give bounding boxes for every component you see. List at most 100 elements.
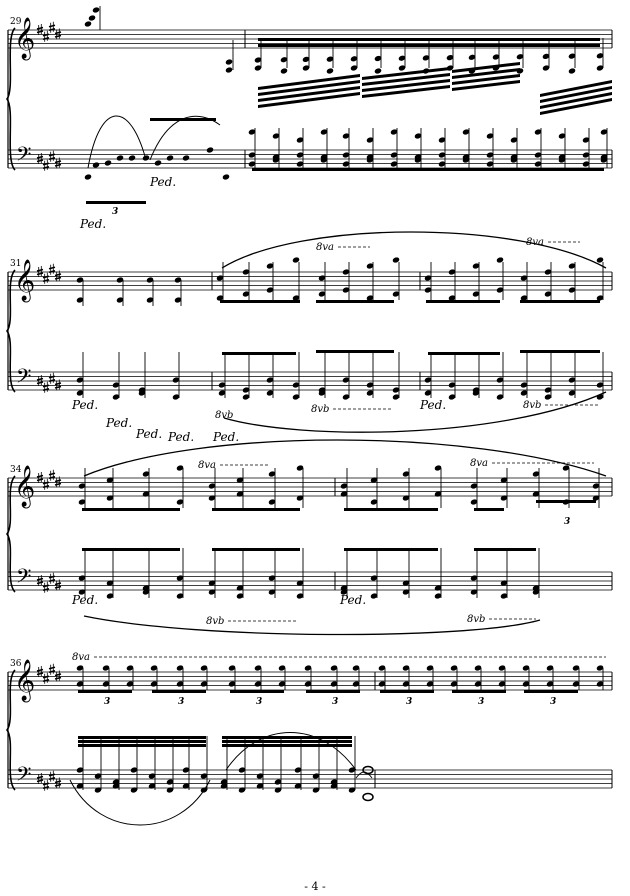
note-head [116, 155, 124, 161]
beam [222, 744, 352, 747]
note-head [76, 665, 84, 671]
note-head [200, 681, 208, 687]
note-head [424, 275, 432, 281]
note-head [392, 257, 400, 263]
note-head [434, 585, 442, 591]
note-head [176, 575, 184, 581]
note-head [330, 665, 338, 671]
note-head [254, 681, 262, 687]
slur [225, 732, 357, 771]
note-head [206, 147, 214, 153]
beam [258, 92, 360, 108]
note-head [522, 665, 530, 671]
sharp-sign [36, 575, 44, 586]
note-head [370, 575, 378, 581]
note-head [558, 157, 566, 163]
triplet-mark: 3 [178, 697, 184, 707]
note-head [326, 56, 334, 62]
note-head [102, 665, 110, 671]
note-head [76, 767, 84, 773]
note-head [208, 580, 216, 586]
note-head [225, 67, 233, 73]
note-head [422, 55, 430, 61]
note-head [266, 390, 274, 396]
note-head [280, 57, 288, 63]
sharp-sign [42, 672, 50, 684]
note-head [350, 65, 358, 71]
note-head [76, 390, 84, 396]
octave-down-mark: 8vb [467, 614, 485, 625]
note-head [88, 15, 96, 21]
note-head [438, 152, 446, 158]
beam [520, 300, 600, 303]
beam [362, 79, 450, 92]
note-head [208, 483, 216, 489]
note-head [312, 787, 320, 793]
note-head [492, 54, 500, 60]
note-head [342, 377, 350, 383]
pedal-mark: Ped. [212, 430, 239, 444]
note-head [438, 137, 446, 143]
note-head [390, 129, 398, 135]
brace [5, 475, 16, 593]
note-head [106, 477, 114, 483]
sharp-sign [36, 24, 44, 35]
note-head [228, 665, 236, 671]
beam [316, 300, 394, 303]
note-head [510, 157, 518, 163]
note-head [370, 499, 378, 505]
note-head [242, 269, 250, 275]
phrase-slur [221, 231, 607, 269]
note-head [248, 129, 256, 135]
note-head [352, 665, 360, 671]
note-head [130, 787, 138, 793]
note-head [254, 665, 262, 671]
note-head [318, 291, 326, 297]
octave-up-mark: 8va [316, 242, 334, 253]
note-head [342, 161, 350, 167]
note-head [542, 53, 550, 60]
note-head [150, 681, 158, 687]
note-head [330, 783, 338, 789]
beam [426, 300, 500, 303]
note-head [128, 155, 136, 161]
note-head [426, 681, 434, 687]
beam [474, 548, 536, 551]
beam [452, 690, 506, 693]
sharp-sign [48, 770, 56, 782]
note-head [596, 295, 604, 301]
note-head [112, 382, 120, 388]
measure-number: 36 [10, 659, 22, 669]
note-head [500, 477, 508, 483]
note-head [242, 291, 250, 297]
note-head [398, 55, 406, 61]
note-head [102, 681, 110, 687]
note-head [220, 783, 228, 789]
sharp-sign [48, 150, 56, 162]
note-head [568, 68, 576, 74]
note-head [448, 394, 456, 400]
note-head [76, 681, 84, 687]
beam [344, 548, 438, 551]
sharp-sign [36, 266, 44, 277]
pedal-mark: Ped. [135, 427, 162, 441]
note-head [76, 377, 84, 383]
note-head [500, 593, 508, 599]
note-head [434, 465, 442, 471]
note-head [542, 65, 550, 71]
note-head [426, 665, 434, 671]
note-head [142, 589, 150, 595]
triplet-mark: 3 [256, 697, 262, 707]
slur [69, 779, 211, 826]
note-head [472, 263, 480, 269]
note-head [544, 269, 552, 275]
note-head [228, 681, 236, 687]
note-head [402, 589, 410, 595]
note-head [236, 491, 244, 497]
beam [86, 201, 146, 204]
note-head [292, 295, 300, 301]
note-head [600, 129, 608, 135]
sharp-sign [54, 28, 62, 40]
slur [149, 115, 221, 161]
note-head [596, 65, 604, 71]
